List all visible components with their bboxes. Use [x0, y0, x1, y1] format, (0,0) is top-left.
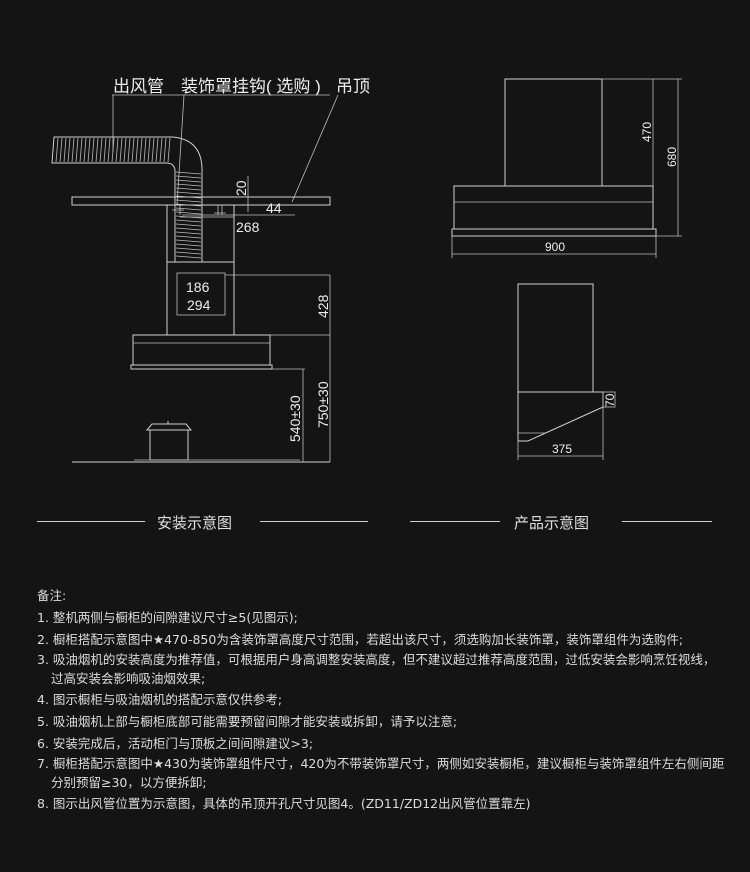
notes-title: 备注: — [37, 588, 67, 603]
outlet-box — [176, 272, 226, 316]
duct-rib — [175, 191, 202, 195]
caption-rule — [410, 521, 500, 522]
label-hook: 装饰罩挂钩( 选购 ) — [181, 77, 321, 96]
note-item: 6. 安装完成后，活动柜门与顶板之间间隙建议>3; — [37, 736, 314, 751]
duct-rib — [175, 223, 202, 227]
duct-rib — [175, 239, 202, 243]
duct-rib — [175, 199, 202, 203]
leader-hook — [176, 94, 185, 206]
duct-rib — [175, 183, 202, 187]
duct-rib — [91, 137, 95, 163]
duct-rib — [75, 137, 79, 163]
caption-rule — [37, 521, 145, 522]
dim-680: 680 — [665, 147, 679, 167]
notes: 备注: 1. 整机两侧与橱柜的间隙建议尺寸≥5(见图示); 2. 橱柜搭配示意图… — [37, 585, 727, 815]
duct-rib — [151, 137, 155, 163]
duct-rib — [83, 137, 87, 163]
duct-rib — [115, 137, 119, 163]
note-item: 7. 橱柜搭配示意图中★430为装饰罩组件尺寸，420为不带装饰罩尺寸，两侧如安… — [37, 756, 725, 771]
duct-rib — [139, 137, 143, 163]
duct-rib — [107, 137, 111, 163]
duct-rib — [175, 251, 202, 255]
duct-rib — [127, 137, 131, 163]
product-caption: 产品示意图 — [514, 514, 590, 532]
product-front-view: 900 470 680 — [451, 78, 682, 258]
dim-44: 44 — [266, 200, 282, 216]
chimney-cover — [166, 204, 235, 336]
leader-ceiling — [291, 94, 339, 203]
hood-body — [132, 334, 271, 366]
duct-rib — [119, 137, 123, 163]
note-item: 3. 吸油烟机的安装高度为推荐值，可根据用户身高调整安装高度，但不建议超过推荐高… — [37, 652, 716, 667]
duct-rib — [175, 227, 202, 231]
label-duct: 出风管 — [113, 77, 164, 96]
duct-rib — [175, 187, 202, 191]
label-ceiling: 吊顶 — [336, 77, 370, 96]
duct-rib — [175, 235, 202, 239]
note-item: 8. 图示出风管位置为示意图，具体的吊顶开孔尺寸见图4。(ZD11/ZD12出风… — [37, 796, 531, 811]
duct-rib — [131, 137, 135, 163]
duct-rib — [55, 137, 59, 163]
note-item: 过高安装会影响吸油烟效果; — [51, 671, 206, 686]
duct-rib — [71, 137, 75, 163]
hood-lip — [130, 364, 273, 370]
dim-900: 900 — [545, 240, 565, 254]
note-item: 4. 图示橱柜与吸油烟机的搭配示意仅供参考; — [37, 692, 283, 707]
duct-rib — [175, 219, 202, 223]
duct-rib — [175, 255, 202, 259]
dim-70: 70 — [603, 393, 617, 407]
duct-rib — [99, 137, 103, 163]
dim-294: 294 — [187, 297, 211, 313]
dim-750: 750±30 — [315, 381, 331, 428]
duct-rib — [175, 247, 202, 251]
pot-icon — [145, 421, 193, 461]
duct-rib — [175, 171, 202, 175]
duct-rib — [87, 137, 91, 163]
product-side-view: 70 375 — [517, 283, 617, 460]
dim-268: 268 — [236, 219, 260, 235]
duct-rib — [67, 137, 71, 163]
duct-rib — [111, 137, 115, 163]
air-duct — [51, 136, 203, 263]
hook — [172, 205, 226, 215]
ceiling — [71, 196, 331, 206]
caption-rule — [260, 521, 368, 522]
duct-rib — [95, 137, 99, 163]
duct-rib — [175, 179, 202, 183]
duct-rib — [175, 175, 202, 179]
duct-rib — [159, 137, 163, 163]
dim-428: 428 — [315, 294, 331, 318]
duct-rib — [163, 137, 167, 163]
duct-rib — [147, 137, 151, 163]
duct-rib — [155, 137, 159, 163]
duct-rib — [123, 137, 127, 163]
note-item: 5. 吸油烟机上部与橱柜底部可能需要预留间隙才能安装或拆卸，请予以注意; — [37, 714, 458, 729]
install-caption: 安装示意图 — [157, 514, 233, 532]
duct-rib — [167, 137, 171, 163]
note-item: 分别预留≥30，以方便拆卸; — [51, 775, 207, 790]
dim-186: 186 — [186, 279, 210, 295]
dim-470: 470 — [640, 122, 654, 142]
duct-rib — [63, 137, 67, 163]
caption-rule — [622, 521, 712, 522]
duct-rib — [135, 137, 139, 163]
note-item: 2. 橱柜搭配示意图中★470-850为含装饰罩高度尺寸范围，若超出该尺寸，须选… — [37, 632, 684, 647]
duct-rib — [143, 137, 147, 163]
installation-diagram: 出风管 装饰罩挂钩( 选购 ) 吊顶 20 44 268 186 294 428 — [51, 77, 370, 463]
dim-540: 540±30 — [287, 395, 303, 442]
duct-rib — [79, 137, 83, 163]
duct-rib — [103, 137, 107, 163]
note-item: 1. 整机两侧与橱柜的间隙建议尺寸≥5(见图示); — [37, 610, 298, 625]
duct-rib — [59, 137, 63, 163]
dim-375: 375 — [552, 442, 572, 456]
dim-20: 20 — [233, 180, 249, 196]
duct-rib — [175, 243, 202, 247]
duct-rib — [175, 231, 202, 235]
